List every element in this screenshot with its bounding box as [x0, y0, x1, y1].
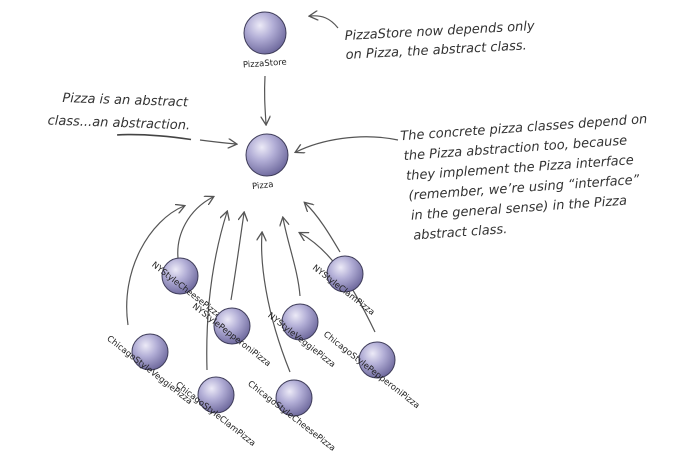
- ny-pepperoni-ball: [213, 307, 251, 345]
- chicago-veggie-ball: [131, 333, 169, 371]
- ny-clam-ball: [326, 255, 364, 293]
- ny-pepperoni-node: NYStylePepperoniPizza: [190, 302, 272, 369]
- pizzastore-ball: [243, 11, 287, 55]
- arrow-concrete-note-pointer: [296, 136, 399, 152]
- concrete-note-line-6: abstract class.: [413, 222, 508, 244]
- ny-cheese-ball: [161, 257, 199, 295]
- chicago-pepperoni-ball: [358, 341, 396, 379]
- concrete-annotation: The concrete pizza classes depend on the…: [400, 112, 648, 244]
- arrow-chicago-clam-to-pizza: [206, 212, 227, 371]
- pizzastore-node: PizzaStore: [243, 11, 287, 71]
- chicago-veggie-node: ChicagoStyleVeggiePizza: [104, 333, 194, 407]
- chicago-pepperoni-label: ChicagoStylePepperoniPizza: [321, 330, 421, 411]
- abstract-annotation: Pizza is an abstract class...an abstract…: [47, 91, 192, 141]
- abstract-note-suffix: .: [186, 118, 191, 133]
- arrow-ny-cheese-to-pizza: [177, 197, 213, 259]
- dependency-arrows: [126, 16, 399, 373]
- chicago-pepperoni-node: ChicagoStylePepperoniPizza: [321, 330, 421, 411]
- chicago-cheese-node: ChicagoStyleCheesePizza: [245, 379, 337, 452]
- arrow-ny-clam-to-pizza: [305, 203, 341, 253]
- chicago-clam-ball: [197, 376, 235, 414]
- arrow-chicago-veggie-to-pizza: [126, 206, 184, 326]
- pizzastore-label: PizzaStore: [243, 57, 287, 70]
- abstract-underline: [117, 133, 192, 141]
- chicago-cheese-ball: [275, 379, 313, 417]
- abstract-note-prefix: class...an: [47, 113, 112, 130]
- pizza-node: Pizza: [245, 133, 289, 192]
- pizza-label: Pizza: [252, 180, 274, 192]
- abstract-note-line-1: Pizza is an abstract: [62, 91, 189, 110]
- abstract-note-line-2: class...an abstraction.: [47, 113, 190, 133]
- pizza-ball: [245, 133, 289, 177]
- pizzastore-annotation: PizzaStore now depends only on Pizza, th…: [344, 19, 535, 63]
- chicago-clam-node: ChicagoStyleClamPizza: [173, 376, 257, 449]
- ny-cheese-node: NYStyleCheesePizza: [149, 257, 223, 321]
- ny-clam-node: NYStyleClamPizza: [310, 255, 376, 318]
- arrow-ny-veggie-to-pizza: [283, 218, 301, 297]
- ny-veggie-ball: [281, 303, 319, 341]
- arrow-abstract-note-pointer: [199, 140, 236, 144]
- abstract-note-emphasis: abstraction: [112, 116, 186, 134]
- arrow-chicago-cheese-to-pizza: [262, 233, 291, 373]
- arrow-pizzastore-to-pizza: [265, 75, 266, 124]
- arrow-ny-pepperoni-to-pizza: [230, 213, 244, 301]
- arrow-pizzastore-note-pointer: [310, 16, 339, 29]
